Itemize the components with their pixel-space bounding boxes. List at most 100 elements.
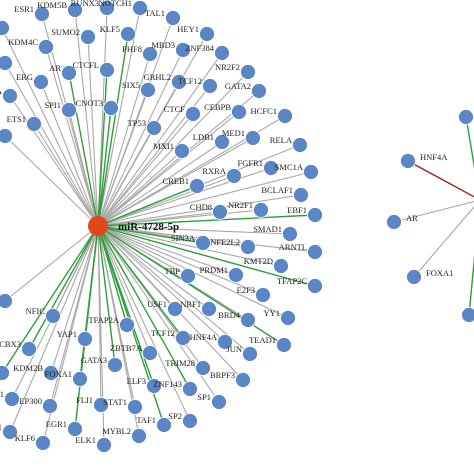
gene-node-tfap2c[interactable]	[307, 278, 323, 294]
gene-node-fgfr1[interactable]	[263, 160, 279, 176]
gene-node-egr1[interactable]	[67, 421, 83, 437]
gene-node-hcfc1[interactable]	[277, 108, 293, 124]
gene-node-prdm1[interactable]	[228, 267, 244, 283]
gene-node-zbtb7a[interactable]	[142, 345, 158, 361]
edge-mir-CTCFL	[97, 69, 108, 227]
gene-node-six5[interactable]	[140, 82, 156, 98]
gene-node-med1[interactable]	[245, 130, 261, 146]
gene-node-rela[interactable]	[292, 137, 308, 153]
gene-node-e2f3[interactable]	[255, 287, 271, 303]
gene-node-foxa1_l[interactable]	[72, 371, 88, 387]
gene-node-rxra[interactable]	[226, 168, 242, 184]
gene-node-grhl2[interactable]	[171, 74, 187, 90]
gene-node-rara[interactable]	[2, 88, 18, 104]
gene-node-ep300[interactable]	[42, 398, 58, 414]
gene-node-sumo2[interactable]	[80, 29, 96, 45]
gene-node-phf8[interactable]	[142, 46, 158, 62]
gene-node-znf263[interactable]	[0, 128, 13, 144]
gene-node-elk1[interactable]	[96, 437, 112, 453]
gene-node-sin3a[interactable]	[195, 235, 211, 251]
gene-node-ebf1[interactable]	[307, 207, 323, 223]
edge-mir-CREB1	[97, 185, 198, 227]
gene-node-stat1[interactable]	[127, 399, 143, 415]
gene-node-spi1[interactable]	[61, 102, 77, 118]
gene-node-nr2c2[interactable]	[0, 55, 13, 71]
gene-label-creb1: CREB1	[163, 176, 189, 186]
gene-node-smc1a[interactable]	[303, 164, 319, 180]
gene-node-gata2[interactable]	[251, 83, 267, 99]
gene-node-jun[interactable]	[242, 346, 258, 362]
gene-node-nr3c1[interactable]	[4, 391, 20, 407]
gene-node-brpf3[interactable]	[235, 372, 251, 388]
gene-node-klf6[interactable]	[35, 435, 51, 451]
gene-node-tcf12[interactable]	[202, 78, 218, 94]
gene-node-ctcf[interactable]	[185, 106, 201, 122]
gene-node-nrf1[interactable]	[201, 301, 217, 317]
gene-node-mxi1[interactable]	[174, 143, 190, 159]
gene-node-yap1[interactable]	[77, 331, 93, 347]
gene-node-trim28[interactable]	[195, 360, 211, 376]
gene-node-nr2f2[interactable]	[240, 64, 256, 80]
gene-node-usf1[interactable]	[167, 301, 183, 317]
gene-node-klf5[interactable]	[120, 26, 136, 42]
gene-node-unlabeled[interactable]	[461, 307, 474, 323]
edge-mir-JUN	[97, 225, 251, 355]
gene-node-mybl2[interactable]	[131, 428, 147, 444]
gene-node-tbp[interactable]	[180, 268, 196, 284]
gene-node-tp53[interactable]	[146, 120, 162, 136]
gene-node-bclaf1[interactable]	[293, 187, 309, 203]
gene-node-runx3[interactable]	[99, 0, 115, 16]
gene-node-eomes[interactable]	[0, 293, 13, 309]
gene-node-fli1[interactable]	[93, 397, 109, 413]
gene-node-nfic[interactable]	[45, 308, 61, 324]
gene-node-tfap2a[interactable]	[119, 317, 135, 333]
gene-node-znf384[interactable]	[214, 45, 230, 61]
gene-node-mbd3[interactable]	[175, 42, 191, 58]
gene-node-tead1[interactable]	[276, 337, 292, 353]
gene-node-taf1[interactable]	[156, 417, 172, 433]
gene-label-fgfr1: FGFR1	[237, 158, 263, 168]
gene-node-smad1[interactable]	[282, 226, 298, 242]
gene-node-creb1[interactable]	[189, 178, 205, 194]
gene-node-kmt2d[interactable]	[273, 258, 289, 274]
gene-node-chd8[interactable]	[212, 204, 228, 220]
gene-node-hnf4a_r[interactable]	[400, 153, 416, 169]
gene-node-tcf12b[interactable]	[175, 330, 191, 346]
gene-node-ctcfl[interactable]	[99, 62, 115, 78]
gene-node-esr1[interactable]	[34, 6, 50, 22]
hub-node-mirna[interactable]	[88, 216, 108, 236]
gene-node-unlabeled[interactable]	[458, 109, 474, 125]
gene-node-ar_r[interactable]	[386, 214, 402, 230]
gene-node-ar_l[interactable]	[61, 65, 77, 81]
gene-node-sp1[interactable]	[211, 394, 227, 410]
edge-mir-EGR1	[74, 225, 99, 430]
gene-node-erg[interactable]	[33, 74, 49, 90]
gene-node-znf143[interactable]	[182, 381, 198, 397]
gene-node-gata3[interactable]	[107, 357, 123, 373]
gene-node-kdm2b[interactable]	[43, 365, 59, 381]
gene-node-tal1[interactable]	[165, 10, 181, 26]
gene-node-notch1[interactable]	[132, 0, 148, 16]
gene-node-hey1[interactable]	[199, 26, 215, 42]
gene-node-nfe2l2[interactable]	[240, 239, 256, 255]
gene-node-kdm5b[interactable]	[67, 2, 83, 18]
gene-node-ets1[interactable]	[26, 116, 42, 132]
gene-node-kdm4c[interactable]	[38, 39, 54, 55]
gene-node-nr2f1[interactable]	[253, 202, 269, 218]
hub-label: miR-4728-5p	[118, 221, 179, 233]
gene-node-cebpb[interactable]	[231, 104, 247, 120]
gene-node-elf3[interactable]	[146, 378, 162, 394]
gene-node-cbx3[interactable]	[21, 341, 37, 357]
gene-node-cnot3[interactable]	[103, 100, 119, 116]
gene-node-tcf7[interactable]	[0, 20, 10, 36]
gene-node-brd4[interactable]	[240, 312, 256, 328]
gene-node-yy1[interactable]	[280, 310, 296, 326]
gene-node-arntl[interactable]	[307, 244, 323, 260]
gene-node-e2f1[interactable]	[2, 424, 18, 440]
gene-node-foxa1_r[interactable]	[406, 269, 422, 285]
gene-label-nr2f2: NR2F2	[215, 62, 240, 72]
gene-node-ldb1[interactable]	[214, 134, 230, 150]
gene-node-sp2[interactable]	[182, 413, 198, 429]
gene-node-hnf4a_l[interactable]	[217, 334, 233, 350]
gene-node-hif1a[interactable]	[0, 365, 10, 381]
